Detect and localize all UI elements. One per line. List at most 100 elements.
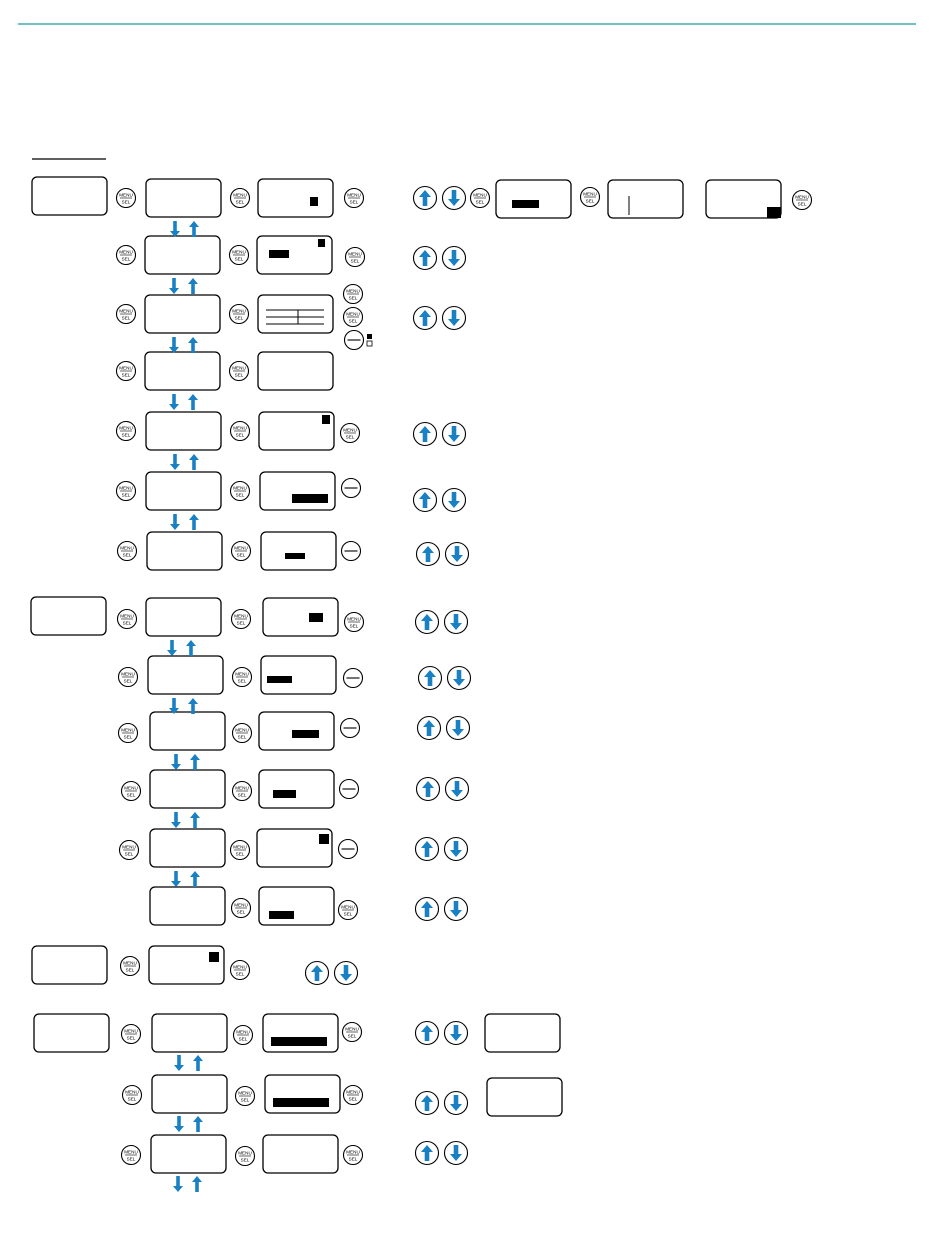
minus-button-icon[interactable] bbox=[338, 778, 360, 800]
down-arrow-button-icon[interactable] bbox=[443, 1140, 469, 1166]
up-arrow-button-icon[interactable] bbox=[416, 715, 442, 741]
up-arrow-button-icon[interactable] bbox=[412, 305, 438, 331]
up-arrow-button-icon[interactable] bbox=[415, 541, 441, 567]
menu-label: MENU bbox=[119, 486, 133, 491]
sel-label: SEL bbox=[236, 433, 245, 438]
down-arrow-button-icon[interactable] bbox=[441, 487, 467, 513]
empty-indicator bbox=[366, 340, 373, 347]
down-arrow-button-icon[interactable] bbox=[443, 1090, 469, 1116]
menu-label: MENU bbox=[125, 1090, 139, 1095]
down-arrow-button-icon[interactable] bbox=[444, 541, 470, 567]
sel-label: SEL bbox=[124, 679, 133, 684]
down-arrow-button-icon[interactable] bbox=[441, 421, 467, 447]
up-arrow-button-icon[interactable] bbox=[415, 776, 441, 802]
down-arrow-button-icon[interactable] bbox=[443, 1020, 469, 1046]
up-arrow-button-icon[interactable] bbox=[412, 245, 438, 271]
menu-label: MENU bbox=[233, 486, 247, 491]
sel-label: SEL bbox=[127, 1036, 136, 1041]
down-arrow-button-icon[interactable] bbox=[443, 896, 469, 922]
up-arrow-button-icon[interactable] bbox=[412, 487, 438, 513]
down-arrow-button-icon[interactable] bbox=[441, 305, 467, 331]
up-arrow-button-icon[interactable] bbox=[414, 1140, 440, 1166]
up-arrow-button-icon[interactable] bbox=[417, 665, 443, 691]
down-arrow-button-icon[interactable] bbox=[445, 715, 471, 741]
minus-button-icon[interactable] bbox=[339, 717, 361, 739]
sel-label: SEL bbox=[237, 553, 246, 558]
sel-label: SEL bbox=[238, 793, 247, 798]
menu-label: MENU bbox=[473, 193, 487, 198]
up-arrow-button-icon[interactable] bbox=[414, 896, 440, 922]
up-arrow-button-icon[interactable] bbox=[414, 836, 440, 862]
down-arrow-button-icon[interactable] bbox=[444, 776, 470, 802]
minus-button-icon[interactable] bbox=[343, 329, 365, 351]
up-arrow-button-icon[interactable] bbox=[414, 609, 440, 635]
sel-label: SEL bbox=[236, 200, 245, 205]
minus-button-icon[interactable] bbox=[342, 667, 364, 689]
menu-label: MENU bbox=[238, 1151, 252, 1156]
down-arrow-button-icon[interactable] bbox=[443, 836, 469, 862]
minus-button-icon[interactable] bbox=[340, 477, 362, 499]
up-arrow-button-icon[interactable] bbox=[304, 960, 330, 986]
down-arrow-button-icon[interactable] bbox=[443, 609, 469, 635]
minus-button-icon[interactable] bbox=[340, 540, 362, 562]
down-arrow-button-icon[interactable] bbox=[441, 185, 467, 211]
up-arrow-button-icon[interactable] bbox=[412, 185, 438, 211]
up-arrow-button-icon[interactable] bbox=[414, 1020, 440, 1046]
sel-label: SEL bbox=[350, 624, 359, 629]
down-arrow-button-icon[interactable] bbox=[333, 960, 359, 986]
down-arrow-button-icon[interactable] bbox=[441, 245, 467, 271]
up-arrow-button-icon[interactable] bbox=[414, 1090, 440, 1116]
menu-label: MENU bbox=[119, 250, 133, 255]
down-arrow-button-icon[interactable] bbox=[446, 665, 472, 691]
up-arrow-button-icon[interactable] bbox=[412, 421, 438, 447]
minus-button-icon[interactable] bbox=[337, 838, 359, 860]
